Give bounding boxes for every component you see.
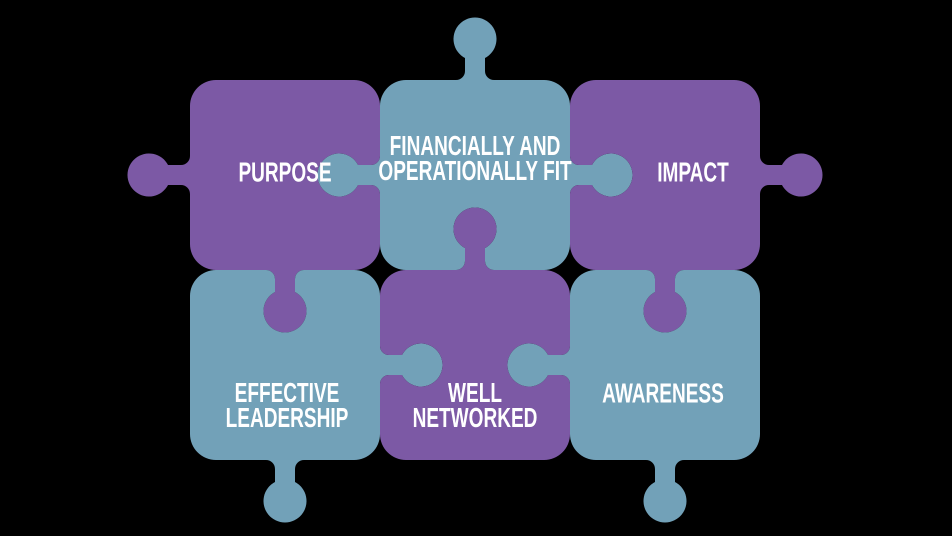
puzzle-piece-financially-operationally-fit [317,17,633,271]
puzzle-piece-well-networked [380,207,570,460]
puzzle-piece-impact [570,80,823,333]
puzzle-piece-awareness [507,270,760,523]
puzzle-piece-effective-leadership [190,270,443,523]
puzzle-piece-purpose [127,80,381,333]
